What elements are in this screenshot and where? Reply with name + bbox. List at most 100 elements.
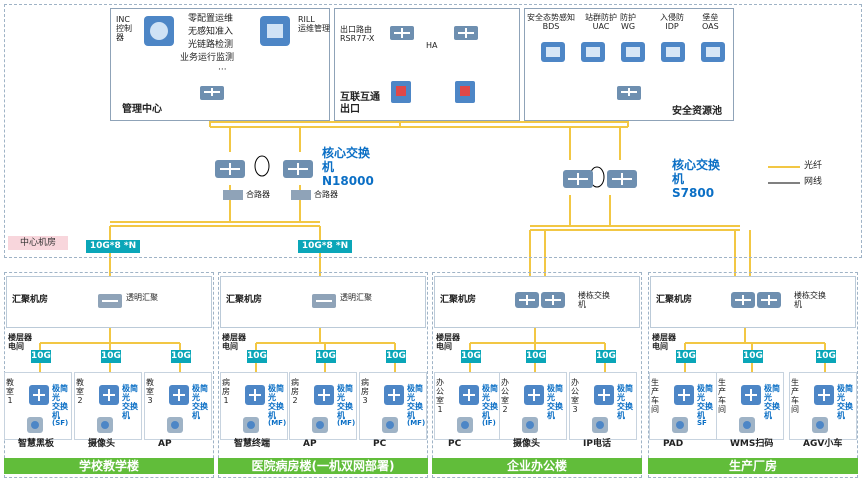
ha-label: HA xyxy=(426,41,438,50)
terminal-device-icon xyxy=(457,417,473,433)
sec-oas-label: 堡垒 OAS xyxy=(702,13,719,31)
combiner-icon xyxy=(291,190,311,200)
room-label: 生产车间 xyxy=(651,378,659,414)
security-device-icon xyxy=(701,42,725,62)
transparent-agg-label: 透明汇聚 xyxy=(126,293,158,302)
agg-room-label: 汇聚机房 xyxy=(656,295,693,305)
firewall-icon xyxy=(391,81,411,103)
mini-switch-suffix: SF xyxy=(697,419,707,427)
link-10g-tag: 10G xyxy=(743,350,763,363)
device-label: AGV小车 xyxy=(803,439,843,449)
core-left-title: 核心交换 机 N18000 xyxy=(322,146,374,188)
agg-room-label: 汇聚机房 xyxy=(12,295,49,305)
legend-cable: 网线 xyxy=(804,177,823,187)
link-10g-tag: 10G xyxy=(31,350,51,363)
core-switch-icon xyxy=(607,170,637,188)
building-frame xyxy=(432,272,642,478)
mini-switch-suffix: (MF) xyxy=(407,419,426,427)
rill-server-icon xyxy=(260,16,290,46)
trunk-tag-1: 10G*8 *N xyxy=(86,240,140,253)
link-10g-tag: 10G xyxy=(247,350,267,363)
room-box xyxy=(289,372,357,440)
mini-switch-label: 极简 光 交换 机 xyxy=(337,384,353,420)
building-frame xyxy=(218,272,428,478)
sec-idp-label: 入侵防 IDP xyxy=(660,13,684,31)
room-label: 教室1 xyxy=(6,378,14,405)
building-switch-icon xyxy=(731,292,755,308)
device-label: PAD xyxy=(663,439,684,449)
room-label: 办公室2 xyxy=(501,378,509,414)
mini-switch-icon xyxy=(459,385,479,405)
zone-label: 学校教学楼 xyxy=(4,458,214,474)
zone-label: 企业办公楼 xyxy=(432,458,642,474)
link-10g-tag: 10G xyxy=(461,350,481,363)
zone-label: 生产厂房 xyxy=(648,458,858,474)
agg-switch-icon xyxy=(312,294,336,308)
mini-switch-icon xyxy=(99,385,119,405)
floor-room-label: 楼层器 电间 xyxy=(222,333,246,351)
exit-box xyxy=(334,8,520,121)
security-device-icon xyxy=(541,42,565,62)
sec-wg-label: 防护 WG xyxy=(620,13,636,31)
trunk-tag-2: 10G*8 *N xyxy=(298,240,352,253)
terminal-device-icon xyxy=(592,417,608,433)
link-10g-tag: 10G xyxy=(596,350,616,363)
device-label: 摄像头 xyxy=(513,439,541,449)
floor-room-label: 楼层器 电间 xyxy=(652,333,676,351)
legend-fiber: 光纤 xyxy=(804,161,823,171)
exit-router-label: 出口路由 RSR77-X xyxy=(340,25,375,43)
room-label: 生产车间 xyxy=(718,378,726,414)
mini-switch-icon xyxy=(169,385,189,405)
device-label: AP xyxy=(158,439,172,449)
sec-uac-label: 站群防护 UAC xyxy=(585,13,617,31)
floor-room-label: 楼层器 电间 xyxy=(8,333,32,351)
combiner-icon xyxy=(223,190,243,200)
core-switch-icon xyxy=(215,160,245,178)
mini-switch-suffix: (IF) xyxy=(482,419,496,427)
terminal-device-icon xyxy=(672,417,688,433)
agg-switch-icon xyxy=(98,294,122,308)
terminal-device-icon xyxy=(243,417,259,433)
agg-room-box xyxy=(220,276,426,328)
mini-switch-icon xyxy=(314,385,334,405)
core-switch-icon xyxy=(283,160,313,178)
mini-switch-suffix: (MF) xyxy=(337,419,356,427)
mini-switch-label: 极简 光 交换 机 xyxy=(764,384,780,420)
device-label: PC xyxy=(373,439,387,449)
security-title: 安全资源池 xyxy=(672,106,722,117)
security-pool-box xyxy=(524,8,734,121)
feature-4: 业务运行监测 xyxy=(180,53,235,63)
agg-room-label: 汇聚机房 xyxy=(226,295,263,305)
building-switch-icon xyxy=(757,292,781,308)
device-label: 摄像头 xyxy=(88,439,116,449)
security-device-icon xyxy=(621,42,645,62)
mini-switch-icon xyxy=(741,385,761,405)
mini-switch-label: 极简 光 交换 机 xyxy=(407,384,423,420)
mini-switch-suffix: (MF) xyxy=(268,419,287,427)
terminal-device-icon xyxy=(812,417,828,433)
core-switch-icon xyxy=(563,170,593,188)
terminal-device-icon xyxy=(739,417,755,433)
mini-switch-label: 极简 光 交换 机 xyxy=(697,384,713,420)
link-10g-tag: 10G xyxy=(386,350,406,363)
building-switch-label: 楼栋交换 机 xyxy=(578,291,610,309)
mini-switch-icon xyxy=(29,385,49,405)
terminal-device-icon xyxy=(312,417,328,433)
inc-controller-label: INC 控制 器 xyxy=(116,15,132,42)
device-label: WMS扫码 xyxy=(730,439,774,449)
center-room-frame xyxy=(4,4,862,258)
combiner-label-1: 合路器 xyxy=(246,190,270,199)
device-label: IP电话 xyxy=(583,439,611,449)
mini-switch-icon xyxy=(524,385,544,405)
building-switch-icon xyxy=(515,292,539,308)
device-label: 智慧终端 xyxy=(234,439,271,449)
mini-switch-label: 极简 光 交换 机 xyxy=(482,384,498,420)
floor-room-label: 楼层器 电间 xyxy=(436,333,460,351)
center-room-label: 中心机房 xyxy=(8,236,68,250)
terminal-device-icon xyxy=(382,417,398,433)
mini-switch-label: 极简 光 交换 机 xyxy=(122,384,138,420)
room-label: 办公室1 xyxy=(436,378,444,414)
mini-switch-icon xyxy=(384,385,404,405)
room-label: 教室2 xyxy=(76,378,84,405)
feature-2: 无感知准入 xyxy=(188,27,234,37)
